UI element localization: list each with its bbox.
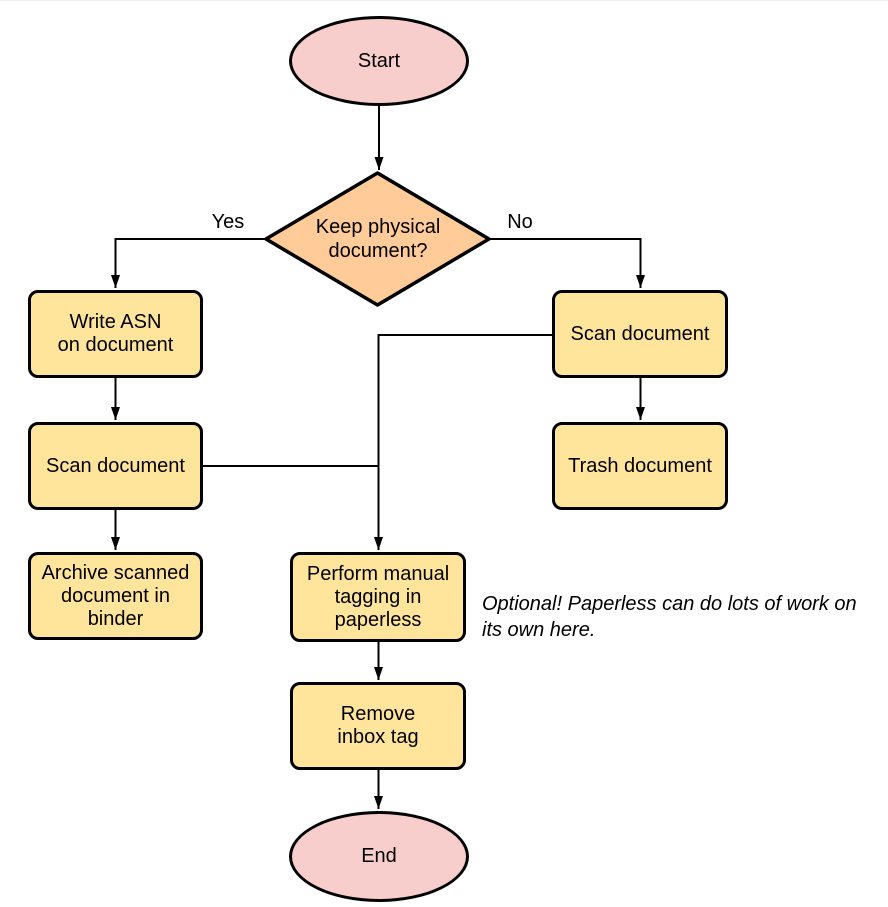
node-start-label: Start: [357, 49, 401, 72]
page-bottom-divider: [0, 0, 888, 1]
edge-scan-right-to-tagging: [374, 334, 553, 550]
node-scan-right-label: Scan document: [570, 322, 710, 345]
node-scan-document-right: Scan document: [552, 290, 728, 378]
edge-label-yes: Yes: [211, 211, 245, 233]
annotation-optional-note: Optional! Paperless can do lots of work …: [482, 593, 857, 641]
node-archive-label: Archive scanned document in binder: [41, 561, 190, 630]
node-remove-inbox-label: Remove inbox tag: [337, 703, 419, 748]
node-start: Start: [289, 16, 469, 106]
edge-label-no: No: [507, 211, 533, 233]
node-archive-scanned-document: Archive scanned document in binder: [28, 552, 203, 640]
decision-diamond-shape: [264, 171, 491, 307]
node-write-asn-on-document: Write ASN on document: [28, 290, 203, 378]
edge-decision-no-to-scan-right: [489, 238, 645, 288]
node-scan-left-label: Scan document: [46, 454, 185, 477]
node-end: End: [289, 811, 469, 902]
node-trash-label: Trash document: [568, 454, 712, 477]
edge-decision-yes-to-write-asn: [111, 238, 266, 288]
node-scan-document-left: Scan document: [28, 422, 203, 510]
node-trash-document: Trash document: [552, 422, 728, 510]
node-remove-inbox-tag: Remove inbox tag: [290, 682, 466, 770]
node-perform-manual-tagging: Perform manual tagging in paperless: [290, 552, 466, 642]
node-tagging-label: Perform manual tagging in paperless: [306, 562, 450, 631]
node-decision-keep-physical-label: Keep physical document?: [315, 216, 441, 262]
node-end-label: End: [361, 845, 397, 867]
node-write-asn-label: Write ASN on document: [57, 311, 174, 356]
